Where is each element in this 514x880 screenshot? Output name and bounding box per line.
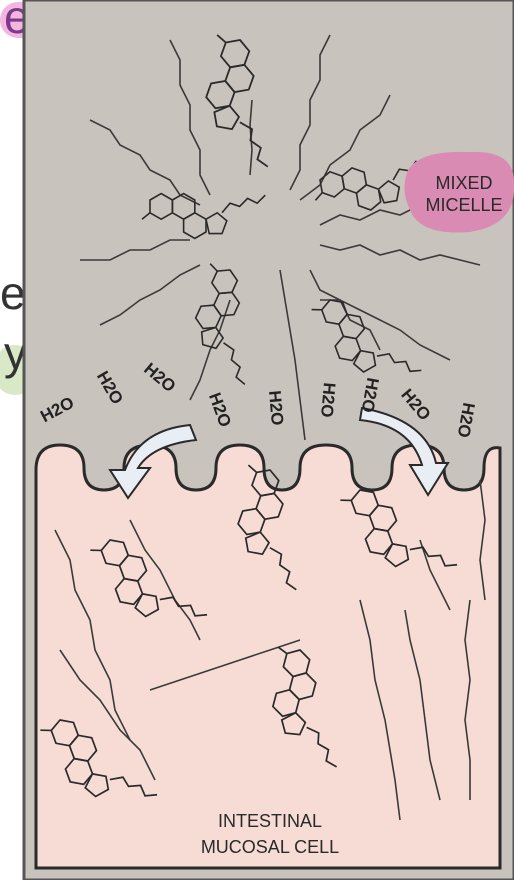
intestinal-mucosal-cell-label: INTESTINAL MUCOSAL CELL — [160, 808, 380, 860]
cell-label-line-2: MUCOSAL CELL — [160, 834, 380, 860]
mixed-micelle-line-2: MICELLE — [414, 194, 514, 216]
mixed-micelle-label: MIXED MICELLE — [414, 172, 514, 216]
intestinal-mucosal-cell — [36, 445, 500, 868]
water-label: H2O — [264, 390, 287, 427]
water-label: H2O — [316, 382, 339, 419]
cell-label-line-1: INTESTINAL — [160, 808, 380, 834]
mixed-micelle-line-1: MIXED — [414, 172, 514, 194]
